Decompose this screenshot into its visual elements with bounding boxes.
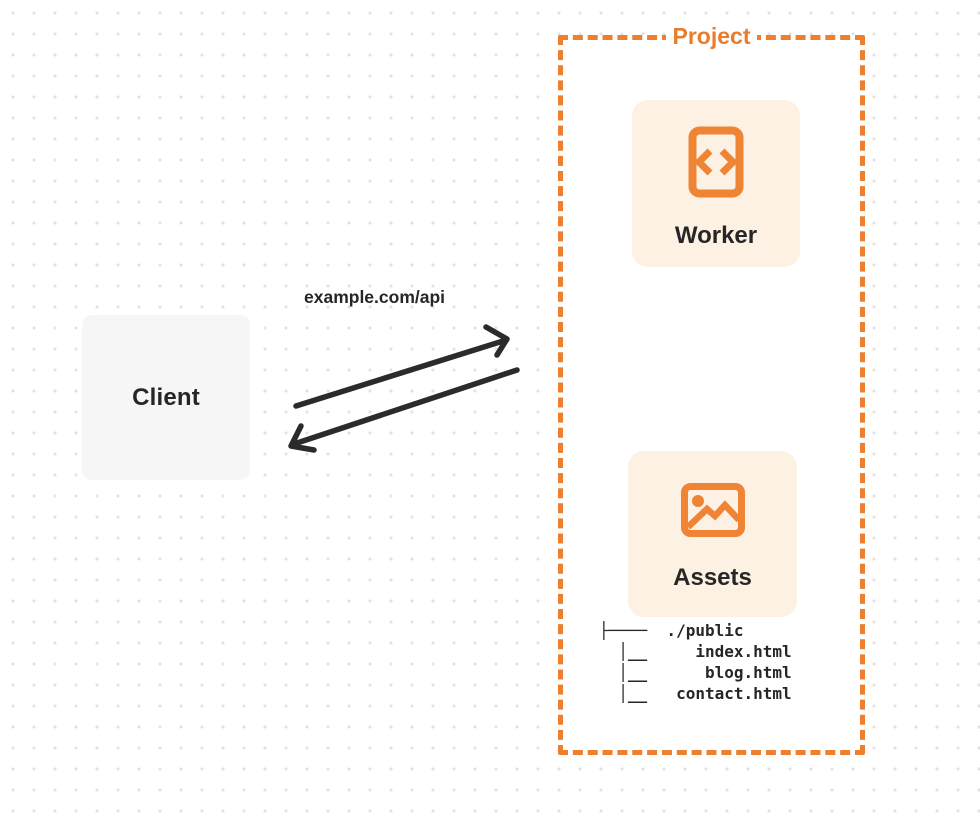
request-arrow-shaft [293, 338, 506, 409]
project-label: Project [665, 23, 758, 50]
response-arrow-head [288, 423, 317, 453]
worker-label: Worker [674, 222, 758, 249]
worker-node: Worker [632, 100, 800, 267]
code-document-icon [688, 126, 744, 198]
client-label: Client [132, 383, 200, 411]
image-icon [680, 483, 745, 537]
assets-file-tree: ├──── ./public │__ index.html │__ blog.h… [599, 621, 792, 703]
client-node: Client [82, 315, 250, 480]
response-arrow-shaft [291, 367, 520, 447]
assets-label: Assets [673, 564, 752, 591]
request-arrow-head [483, 324, 510, 358]
assets-node: Assets [628, 451, 797, 617]
request-url-label: example.com/api [304, 287, 446, 307]
